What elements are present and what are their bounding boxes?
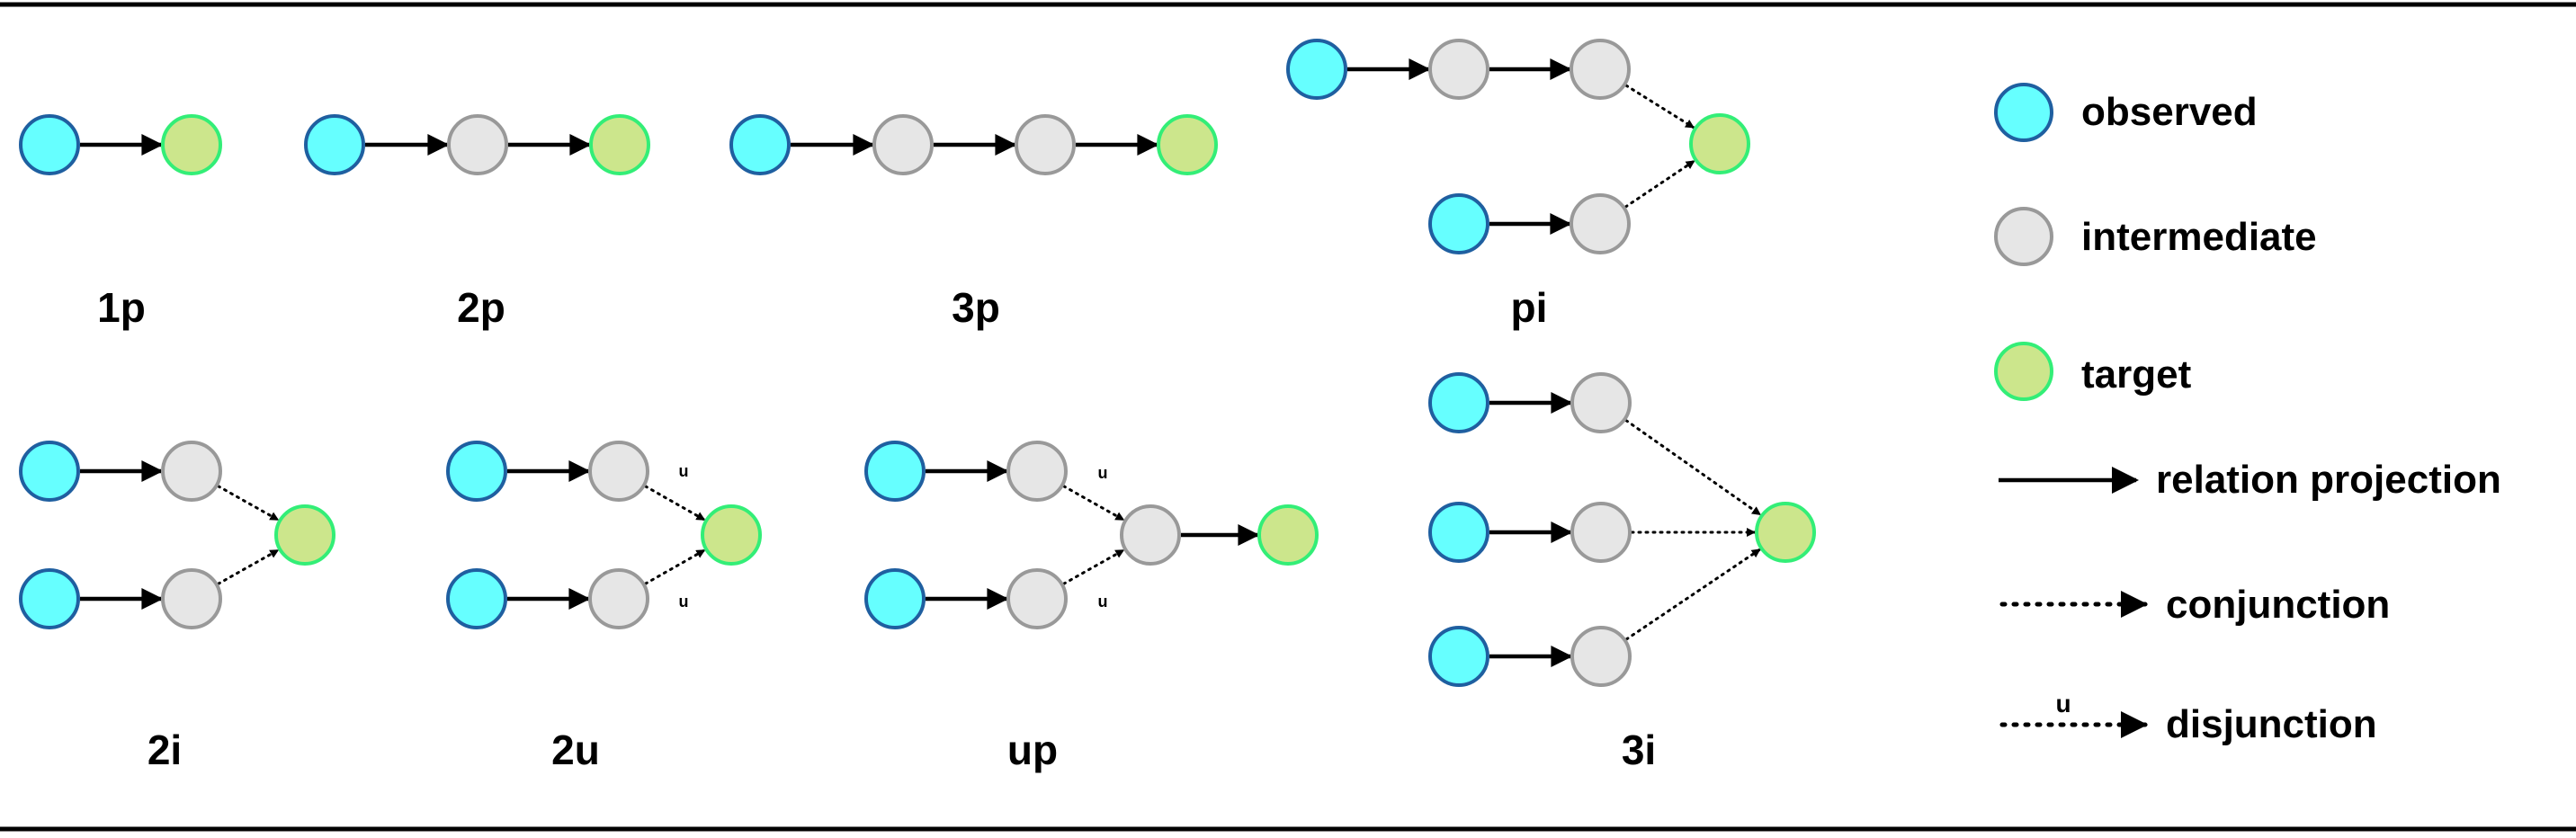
label-3i: 3i: [1622, 727, 1656, 773]
node-pi-observed-0: [1286, 39, 1347, 100]
node-2p-target-2: [589, 114, 650, 175]
node-2u-intermediate-1: [588, 441, 649, 502]
node-2p-intermediate-1: [447, 114, 508, 175]
node-1p-target-1: [161, 114, 222, 175]
node-2i-observed-0: [19, 441, 80, 502]
node-pi-intermediate-2: [1570, 39, 1631, 100]
union-mark-up-top: u: [1098, 464, 1108, 482]
edge-2u-logical-1: [644, 485, 706, 522]
edge-pi-logical-2: [1624, 84, 1695, 129]
node-2p-observed-0: [304, 114, 365, 175]
node-pi-intermediate-5: [1570, 193, 1631, 254]
legend-target-node: [1994, 342, 2053, 401]
legend: observed intermediate target relation pr…: [1994, 83, 2501, 746]
legend-conjunction-text: conjunction: [2166, 583, 2390, 627]
node-2i-observed-3: [19, 568, 80, 629]
node-pi-intermediate-1: [1428, 39, 1489, 100]
legend-disjunction-text: disjunction: [2166, 702, 2377, 746]
node-3p-intermediate-2: [1015, 114, 1076, 175]
edge-up-logical-1: [1062, 485, 1125, 522]
node-3i-observed-4: [1428, 626, 1489, 687]
node-pi-target-3: [1689, 113, 1750, 174]
edge-3i-logical-5: [1624, 548, 1762, 641]
union-mark-2u-bottom: u: [679, 593, 689, 611]
label-1p: 1p: [97, 284, 146, 331]
legend-observed-text: observed: [2081, 90, 2258, 134]
legend-target-text: target: [2081, 352, 2192, 397]
legend-observed-node: [1994, 83, 2053, 142]
node-3i-observed-2: [1428, 502, 1489, 563]
node-2u-intermediate-4: [588, 568, 649, 629]
node-3p-intermediate-1: [872, 114, 934, 175]
label-up: up: [1007, 727, 1058, 773]
edge-2i-logical-1: [217, 485, 280, 522]
edge-up-logical-4: [1062, 548, 1125, 585]
edge-2u-logical-3: [644, 548, 706, 585]
node-3i-intermediate-1: [1570, 372, 1632, 433]
node-pi-observed-4: [1428, 193, 1489, 254]
node-1p-observed-0: [19, 114, 80, 175]
node-3i-intermediate-3: [1570, 502, 1632, 563]
node-up-intermediate-5: [1006, 568, 1068, 629]
node-3i-target-6: [1755, 502, 1816, 563]
edge-pi-logical-4: [1623, 159, 1696, 209]
node-3i-observed-0: [1428, 372, 1489, 433]
legend-intermediate-text: intermediate: [2081, 215, 2317, 259]
label-2u: 2u: [551, 727, 600, 773]
node-2i-intermediate-1: [161, 441, 222, 502]
node-up-observed-4: [864, 568, 926, 629]
label-3p: 3p: [952, 284, 1000, 331]
label-2p: 2p: [457, 284, 505, 331]
edge-2i-logical-3: [217, 548, 280, 585]
node-2i-intermediate-4: [161, 568, 222, 629]
union-mark-2u-top: u: [679, 462, 689, 480]
node-3p-target-3: [1157, 114, 1218, 175]
label-2i: 2i: [148, 727, 182, 773]
edge-3i-logical-3: [1624, 419, 1762, 516]
legend-relation-projection-text: relation projection: [2156, 458, 2501, 502]
node-3p-observed-0: [729, 114, 791, 175]
node-up-observed-0: [864, 441, 926, 502]
label-pi: pi: [1511, 284, 1548, 331]
node-up-intermediate-1: [1006, 441, 1068, 502]
union-mark-up-bottom: u: [1098, 593, 1108, 611]
nodes-layer: [19, 39, 1816, 687]
node-3i-intermediate-5: [1570, 626, 1632, 687]
legend-intermediate-node: [1994, 207, 2053, 266]
edges-layer: [80, 58, 1762, 667]
node-2i-target-2: [274, 504, 335, 566]
node-2u-target-2: [701, 504, 762, 566]
node-up-target-3: [1257, 504, 1319, 566]
node-up-intermediate-2: [1120, 504, 1181, 566]
node-2u-observed-3: [446, 568, 507, 629]
node-2u-observed-0: [446, 441, 507, 502]
legend-disjunction-mark: u: [2055, 690, 2071, 718]
